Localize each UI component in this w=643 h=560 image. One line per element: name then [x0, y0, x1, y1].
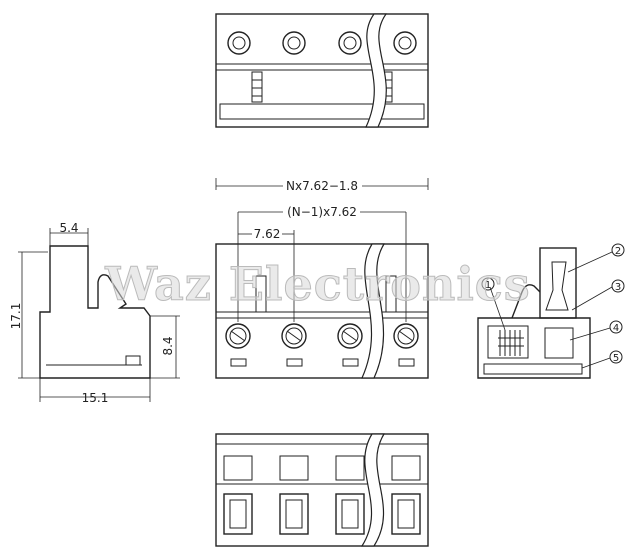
dim-base-width: 15.1 [82, 391, 109, 405]
front-view-wire-slots [230, 358, 415, 367]
watermark: Waz Electronics [104, 257, 530, 311]
svg-text:3: 3 [615, 282, 621, 293]
dim-pitch-span: (N−1)x7.62 [287, 205, 357, 219]
break-line [361, 243, 386, 379]
callout-1: 1 [481, 277, 495, 291]
top-view-latches [251, 71, 393, 103]
side-view: 5.4 17.1 8.4 15.1 [9, 221, 180, 405]
bottom-view-lower-slots [223, 493, 421, 535]
section-view: 1 2 3 4 5 [477, 243, 625, 379]
svg-text:1: 1 [485, 280, 491, 291]
break-line [365, 13, 388, 128]
dim-side-height: 17.1 [9, 303, 23, 330]
bottom-view-upper-slots [223, 455, 421, 481]
top-view [215, 13, 429, 128]
callout-4: 4 [609, 320, 623, 334]
front-view: Nx7.62−1.8 (N−1)x7.62 7.62 [215, 178, 429, 379]
svg-text:4: 4 [613, 323, 619, 334]
callout-5: 5 [609, 350, 623, 364]
section-view-screw-thread [498, 330, 524, 356]
dim-overall-width: Nx7.62−1.8 [286, 179, 358, 193]
svg-text:2: 2 [615, 246, 621, 257]
break-line [360, 433, 386, 547]
front-view-screws [225, 323, 419, 349]
dim-lower-height: 8.4 [161, 336, 175, 355]
top-view-screw-heads [227, 31, 417, 55]
callout-2: 2 [611, 243, 625, 257]
dim-pitch: 7.62 [254, 227, 281, 241]
dim-top-width: 5.4 [59, 221, 78, 235]
bottom-view [215, 433, 429, 547]
svg-text:5: 5 [613, 353, 619, 364]
callout-3: 3 [611, 279, 625, 293]
